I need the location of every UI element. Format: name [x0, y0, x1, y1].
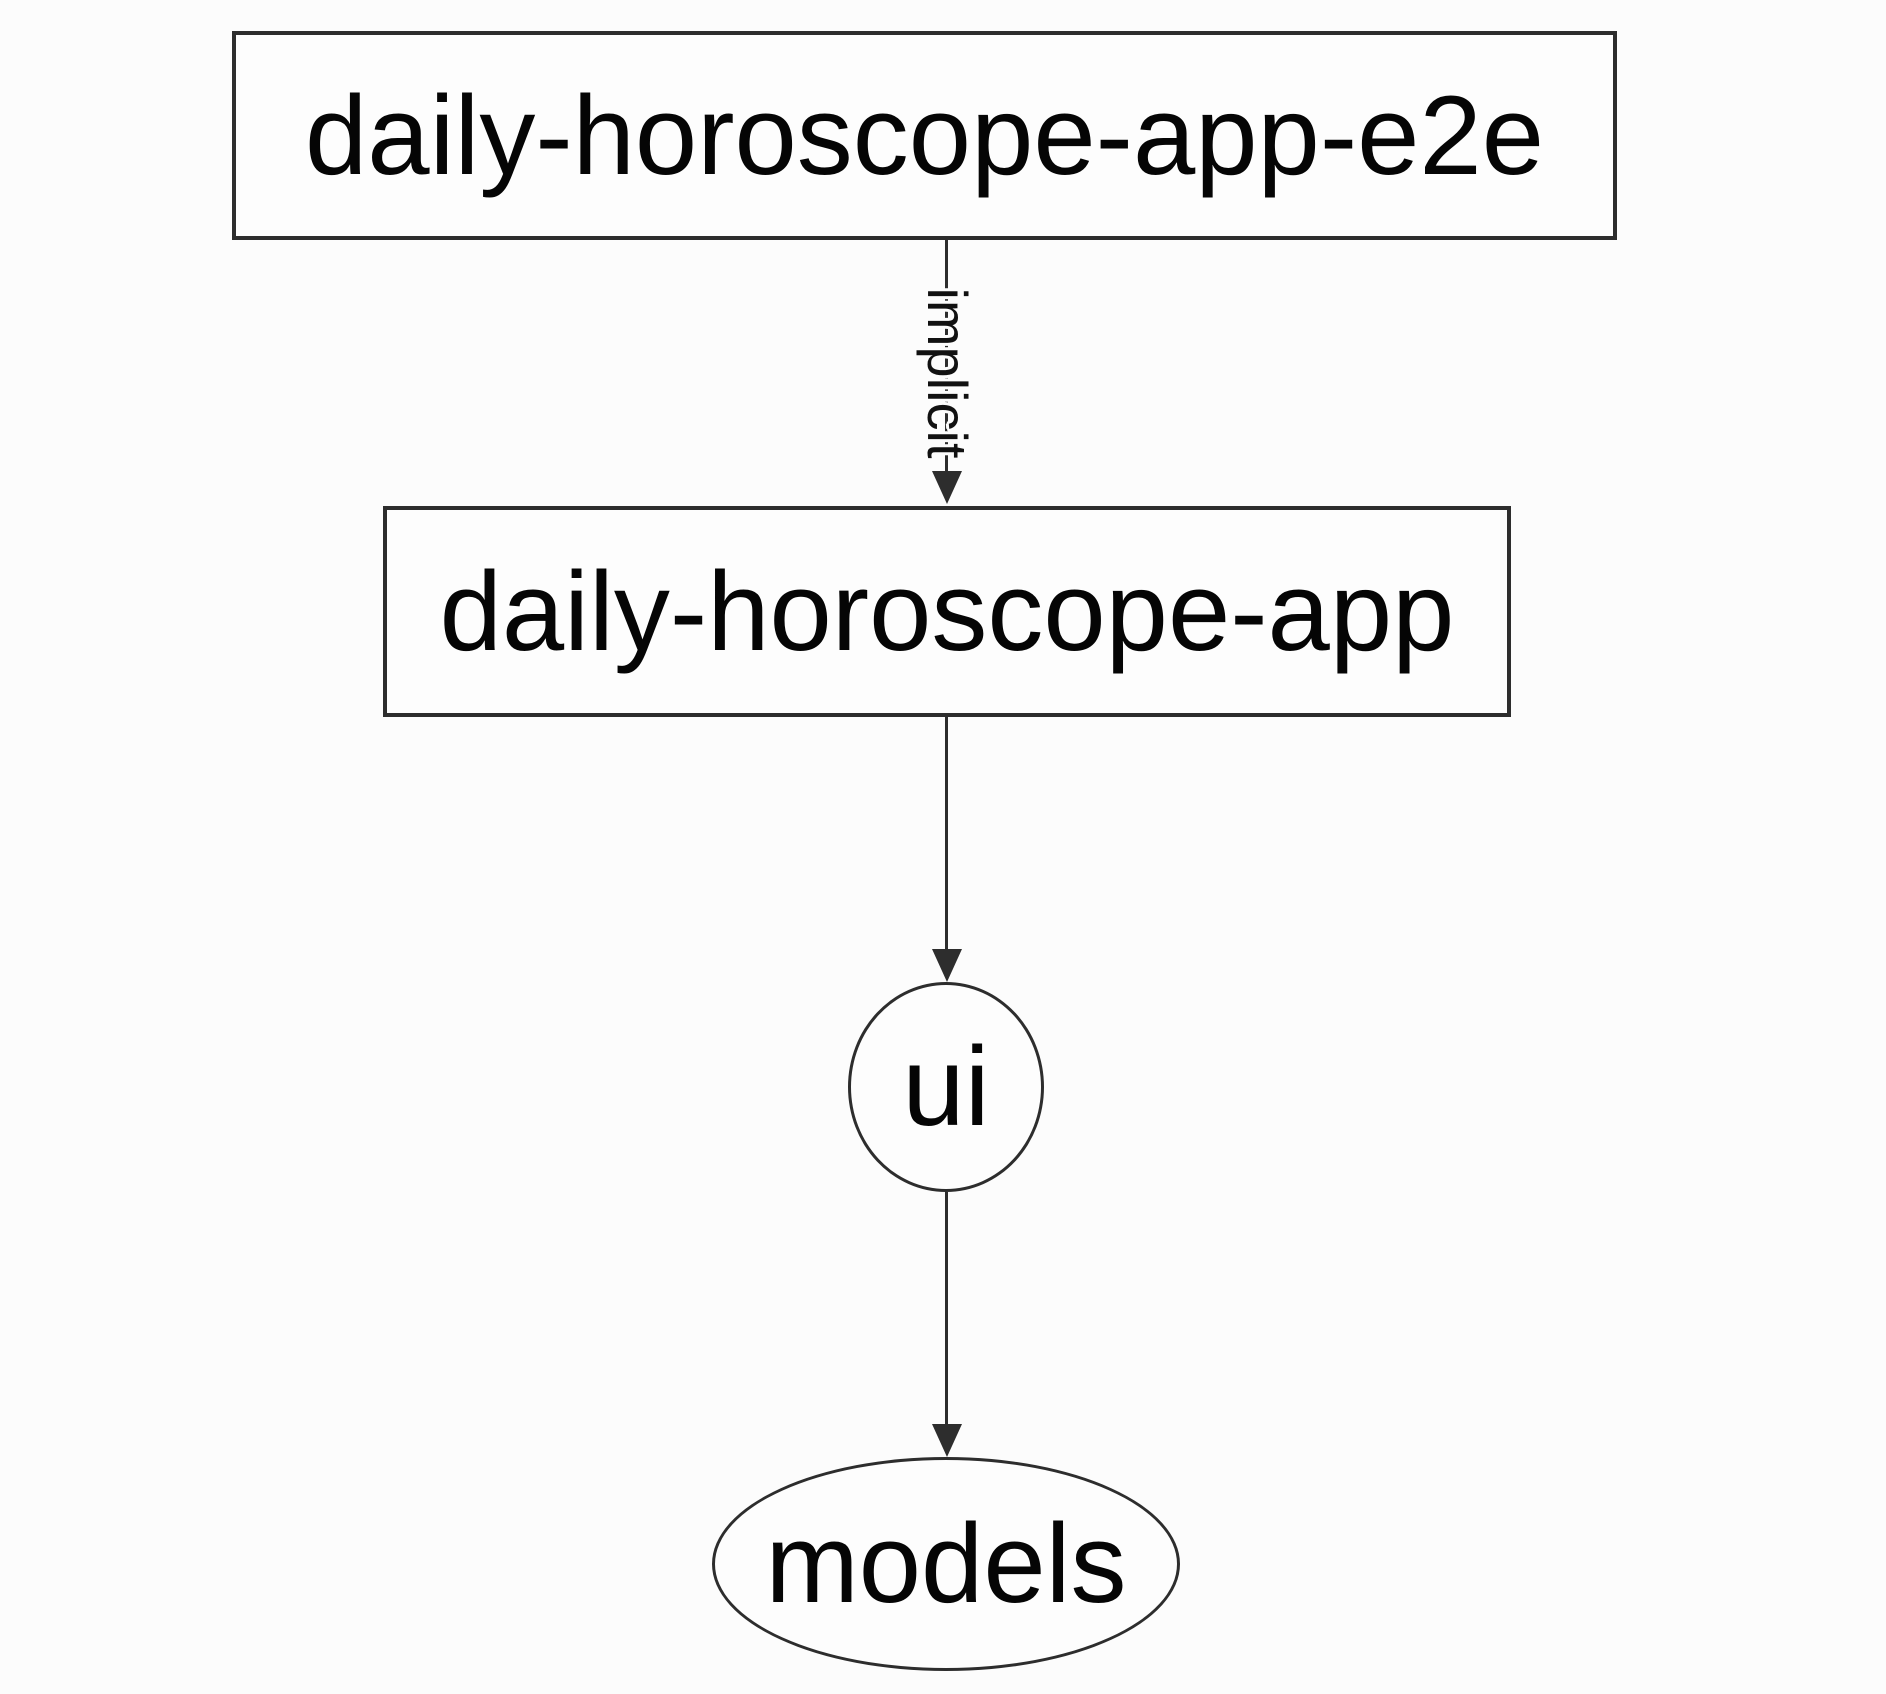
edge-app-to-ui-arrowhead-icon: [932, 949, 962, 982]
edge-e2e-to-app-arrowhead-icon: [932, 471, 962, 504]
edge-label-implicit: implicit: [916, 287, 979, 459]
node-daily-horoscope-app-e2e[interactable]: daily-horoscope-app-e2e: [232, 31, 1617, 240]
node-ui[interactable]: ui: [848, 982, 1044, 1192]
node-label-daily-horoscope-app: daily-horoscope-app: [439, 548, 1455, 674]
edge-ui-to-models-arrowhead-icon: [932, 1424, 962, 1457]
node-label-models: models: [765, 1501, 1127, 1626]
node-label-ui: ui: [902, 1024, 990, 1149]
edge-e2e-to-app-line: [945, 240, 948, 471]
node-daily-horoscope-app[interactable]: daily-horoscope-app: [383, 506, 1511, 717]
node-models[interactable]: models: [712, 1457, 1180, 1671]
node-label-daily-horoscope-app-e2e: daily-horoscope-app-e2e: [305, 72, 1544, 198]
edge-app-to-ui-line: [945, 717, 948, 949]
edge-ui-to-models-line: [945, 1192, 948, 1424]
